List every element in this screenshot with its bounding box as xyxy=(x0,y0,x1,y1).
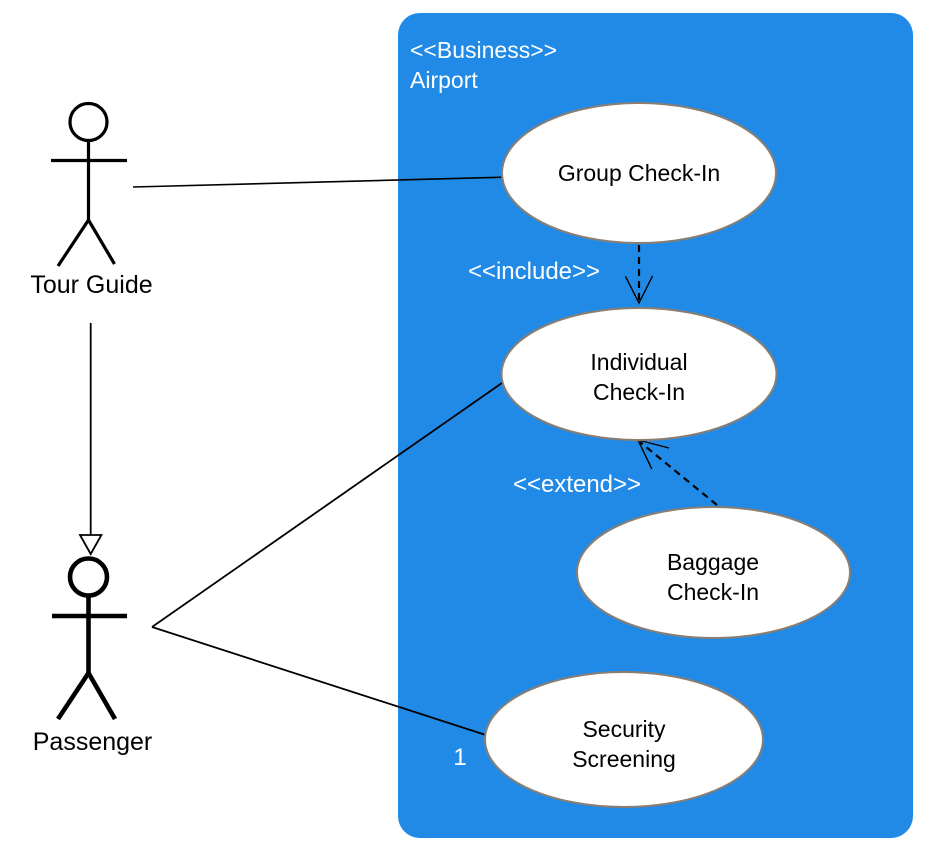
multiplicity-label: 1 xyxy=(453,744,466,771)
usecase-security-screening-label-line1: Security xyxy=(582,716,666,742)
usecase-baggage-checkin-label-line2: Check-In xyxy=(667,579,759,605)
boundary-stereotype-label: <<Business>> xyxy=(410,37,557,63)
passenger-stick-figure-icon xyxy=(52,556,127,721)
edge-passenger-individualcheckin[interactable] xyxy=(151,375,513,628)
usecase-individual-checkin-label-line1: Individual xyxy=(590,349,687,375)
extend-dashed-line xyxy=(639,441,718,506)
usecase-security-screening-label-line2: Screening xyxy=(572,746,676,772)
usecase-individual-checkin-label-line2: Check-In xyxy=(593,379,685,405)
edge-passenger-securityscreening[interactable] xyxy=(151,626,496,739)
actor-tour-guide[interactable]: Tour Guide xyxy=(30,101,153,300)
usecase-security-screening[interactable]: Security Screening xyxy=(484,671,764,808)
edge-tourguide-groupcheckin[interactable] xyxy=(132,176,511,188)
usecase-group-checkin-ellipse xyxy=(501,102,777,244)
usecase-baggage-checkin-ellipse xyxy=(576,506,851,639)
actor-passenger-label: Passenger xyxy=(33,728,153,756)
usecase-security-screening-ellipse xyxy=(484,671,764,808)
include-arrowhead-icon xyxy=(624,275,654,305)
actor-tour-guide-label: Tour Guide xyxy=(30,271,152,299)
edge-include-dependency[interactable] xyxy=(624,245,654,305)
usecase-group-checkin-label: Group Check-In xyxy=(558,160,720,186)
actor-passenger[interactable]: Passenger xyxy=(33,556,153,757)
usecase-individual-checkin[interactable]: Individual Check-In xyxy=(500,307,778,441)
tour-guide-stick-figure-icon xyxy=(51,101,127,267)
usecase-baggage-checkin-label-line1: Baggage xyxy=(667,549,759,575)
extend-stereotype-label: <<extend>> xyxy=(513,471,641,498)
boundary-name-label: Airport xyxy=(410,67,478,93)
usecase-baggage-checkin[interactable]: Baggage Check-In xyxy=(576,506,851,639)
generalization-triangle-icon xyxy=(78,534,103,556)
include-stereotype-label: <<include>> xyxy=(468,258,600,285)
usecase-group-checkin[interactable]: Group Check-In xyxy=(501,102,777,244)
edge-generalization-tourguide-passenger[interactable] xyxy=(78,323,103,556)
usecase-individual-checkin-ellipse xyxy=(500,307,778,441)
